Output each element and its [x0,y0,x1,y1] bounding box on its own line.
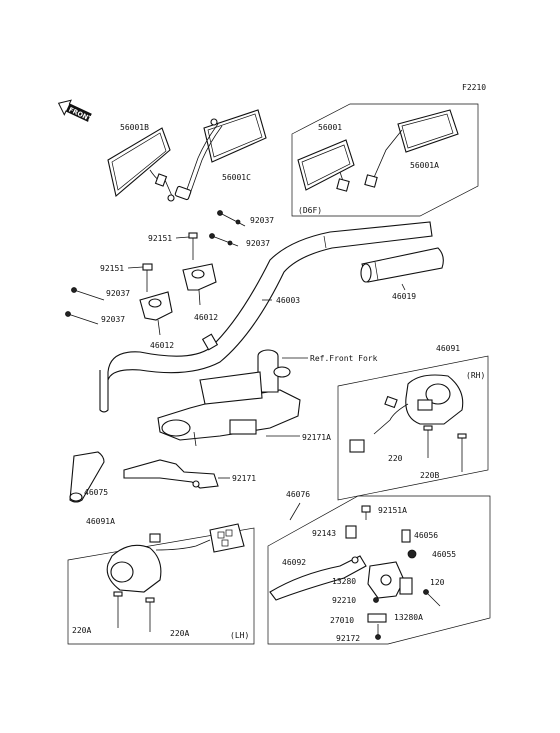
lh-switch-box [67,527,255,645]
triple-clamp [157,349,301,447]
callout-screw-220b: 220B [420,471,439,480]
callout-clamp-27010: 27010 [330,616,354,625]
screw-220b [457,433,467,472]
callout-bolt-92151a: 92151A [378,506,407,515]
callout-holder-13280: 13280 [332,577,356,586]
screw-120 [423,589,441,607]
mirror-alt-right [297,139,355,192]
bolt-92151-left [142,263,153,292]
callout-screw-220a-left: 220A [72,626,91,635]
callout-holder-13280a: 13280A [394,613,423,622]
collar-46056 [401,529,411,543]
callout-switch-rh: 46091 [436,344,460,353]
lever-46092 [269,555,367,601]
callout-bolt-92037-d: 92037 [101,315,125,324]
callout-mirror-alt: 56001 [318,123,342,132]
screw-220a-right [145,597,155,632]
bolt-92037-a [217,210,246,227]
handlebar-holder-upper [182,263,217,306]
leader-grip-right [401,283,406,291]
callout-mirror-left: 56001B [120,123,149,132]
screw-220 [423,425,433,458]
callout-holder-left: 46012 [150,341,174,350]
callout-bolt-92143: 92143 [312,529,336,538]
screw-220a-left [113,591,123,628]
callout-clamp-92171: 92171 [232,474,256,483]
mirror-left-alt [174,109,267,201]
front-label: FRONT [67,106,93,124]
callout-screw-120: 120 [430,578,445,587]
callout-holder-right: 46012 [194,313,218,322]
callout-spring-92210: 92210 [332,596,356,605]
callout-bolt-92037-c: 92037 [106,289,130,298]
rh-switch-box [337,355,489,501]
callout-lever-46092: 46092 [282,558,306,567]
mirror-alt-stem [364,109,459,188]
mirror-left [107,127,175,202]
bolt-92037-c [71,287,105,301]
variant-tag: (D6F) [298,206,322,215]
callout-ref-front-fork: Ref.Front Fork [310,354,378,363]
callout-grip-right: 46019 [392,292,416,301]
callout-screw-220a-right: 220A [170,629,189,638]
clamp-27010 [367,613,387,623]
callout-collar-46056: 46056 [414,531,438,540]
switch-rh-housing [349,374,464,453]
callout-mirror-left-stem: 56001C [222,173,251,182]
callout-bolt-92037-a: 92037 [250,216,274,225]
callout-switch-lh: 46091A [86,517,115,526]
screw-92172 [375,624,381,640]
spring-92210 [373,597,379,603]
rh-tag: (RH) [466,371,485,380]
callout-clamp-92171a: 92171A [302,433,331,442]
callout-mirror-alt-stem: 56001A [410,161,439,170]
variant-box [291,103,479,217]
leader-92151-upper [175,236,190,239]
callout-bolt-92151-left: 92151 [100,264,124,273]
bolt-92151a [361,505,371,520]
leader-92151-left [127,266,144,269]
bolt-92037-b [209,233,239,247]
callout-handlebar: 46003 [276,296,300,305]
diagram-code: F2210 [462,83,486,92]
switch-lh-housing [106,523,245,593]
callout-grip-left: 46075 [84,488,108,497]
front-arrow-icon: FRONT [57,99,94,124]
bolt-92143 [345,525,357,539]
grip-left [69,451,105,503]
callout-screw-92172: 92172 [336,634,360,643]
callout-lever-assy: 46076 [286,490,310,499]
handlebar-holder-lower [139,291,173,336]
callout-bolt-92151-upper: 92151 [148,234,172,243]
lever-holder-13280 [367,561,413,599]
bolt-92151-upper [188,232,198,260]
callout-screw-220: 220 [388,454,403,463]
grip-right [360,247,444,283]
nut-46055 [407,549,417,559]
leader-lever-assy [289,502,301,521]
clamp-bracket [123,459,219,489]
handlebar [99,221,433,413]
lh-tag: (LH) [230,631,249,640]
callout-bolt-92037-b: 92037 [246,239,270,248]
bolt-92037-d [65,311,99,325]
lever-assy-box [267,495,491,645]
callout-nut-46055: 46055 [432,550,456,559]
